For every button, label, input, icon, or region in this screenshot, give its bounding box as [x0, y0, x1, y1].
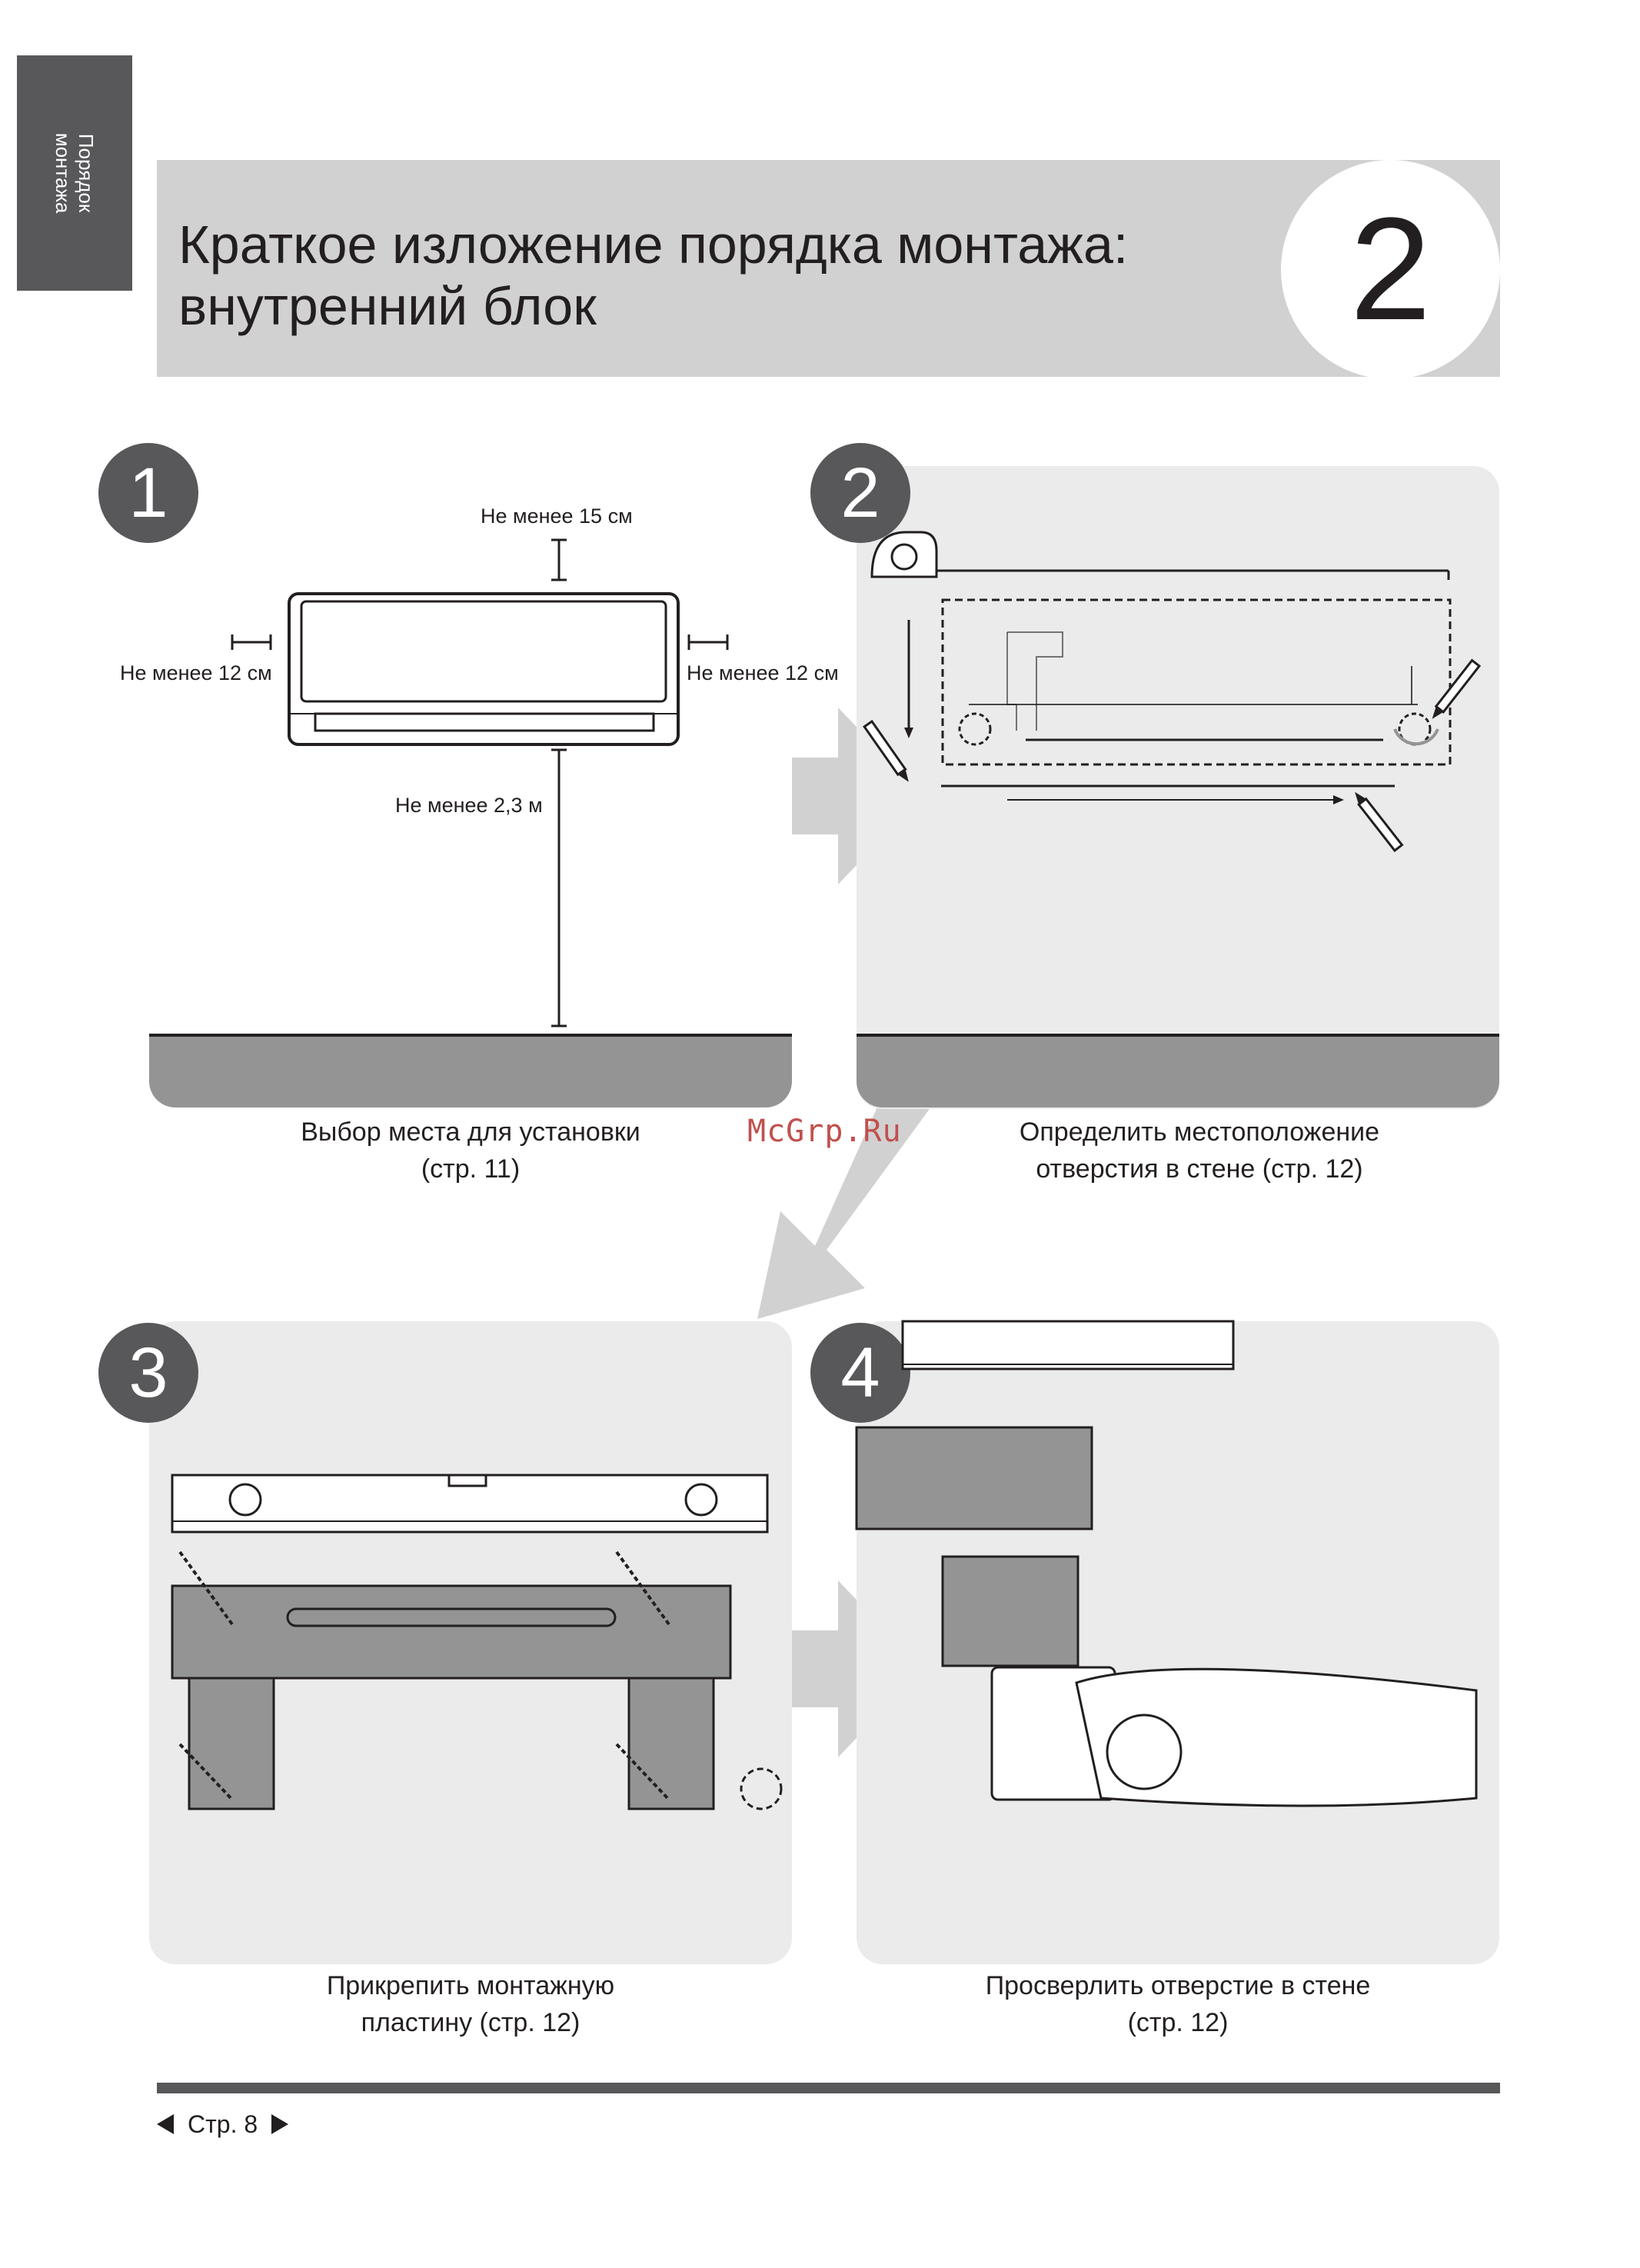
floor-line-2	[857, 1034, 1499, 1037]
header-band	[157, 160, 1500, 377]
step-4-caption: Просверлить отверстие в стене (стр. 12)	[857, 1967, 1499, 2041]
side-tab: Порядок монтажа	[17, 55, 132, 291]
page-title-line2: внутренний блок	[178, 276, 597, 336]
step-number-4: 4	[810, 1323, 910, 1423]
step-number-1: 1	[98, 443, 198, 543]
next-page-arrow-icon[interactable]	[271, 2114, 289, 2134]
page-title: Краткое изложение порядка монтажа: внутр…	[178, 214, 1128, 337]
wall-marking-illustration	[863, 531, 1482, 853]
page-number: Стр. 8	[188, 2110, 258, 2138]
side-tab-label: Порядок монтажа	[52, 133, 98, 214]
step-number-3: 3	[98, 1323, 198, 1423]
dimension-top-label: Не менее 15 см	[481, 505, 633, 528]
step-3-caption: Прикрепить монтажную пластину (стр. 12)	[149, 1967, 792, 2041]
dimension-left-label: Не менее 12 см	[120, 661, 272, 684]
step-number-2: 2	[810, 443, 910, 543]
drilling-illustration	[855, 1320, 1478, 1807]
floor-2	[857, 1037, 1499, 1107]
step-4-caption-line1: Просверлить отверстие в стене	[985, 1971, 1371, 2000]
step-4-caption-line2: (стр. 12)	[1127, 2008, 1229, 2037]
watermark: McGrp.Ru	[747, 1114, 902, 1149]
step-3-caption-line1: Прикрепить монтажную	[326, 1971, 615, 2000]
dimension-markers	[231, 538, 729, 1027]
page-title-line1: Краткое изложение порядка монтажа:	[178, 215, 1129, 275]
step-2-caption-line2: отверстия в стене (стр. 12)	[1036, 1154, 1363, 1184]
dimension-bottom-label: Не менее 2,3 м	[395, 794, 543, 817]
flow-arrow-2-to-3	[757, 1057, 942, 1319]
step-3-caption-line2: пластину (стр. 12)	[361, 2008, 580, 2037]
section-number-circle: 2	[1281, 160, 1500, 379]
footer-bar	[157, 2083, 1500, 2093]
step-2-caption-line1: Определить местоположение	[1019, 1117, 1380, 1147]
step-1-caption-line2: (стр. 11)	[421, 1154, 521, 1184]
step-1-caption-line1: Выбор места для установки	[301, 1117, 640, 1147]
side-tab-line2: монтажа	[52, 132, 75, 214]
step-2-caption: Определить местоположение отверстия в ст…	[878, 1114, 1521, 1187]
step-2-panel	[857, 466, 1499, 1109]
mounting-plate-illustration	[171, 1474, 783, 1810]
previous-page-arrow-icon[interactable]	[157, 2114, 174, 2134]
section-number: 2	[1349, 188, 1432, 351]
floor-1	[149, 1037, 792, 1107]
footer-nav: Стр. 8	[157, 2107, 289, 2141]
dimension-right-label: Не менее 12 см	[687, 661, 839, 684]
side-tab-line1: Порядок	[75, 133, 98, 213]
indoor-unit-illustration	[288, 592, 680, 746]
floor-line-1	[149, 1034, 792, 1037]
step-1-caption: Выбор места для установки (стр. 11)	[149, 1114, 792, 1187]
